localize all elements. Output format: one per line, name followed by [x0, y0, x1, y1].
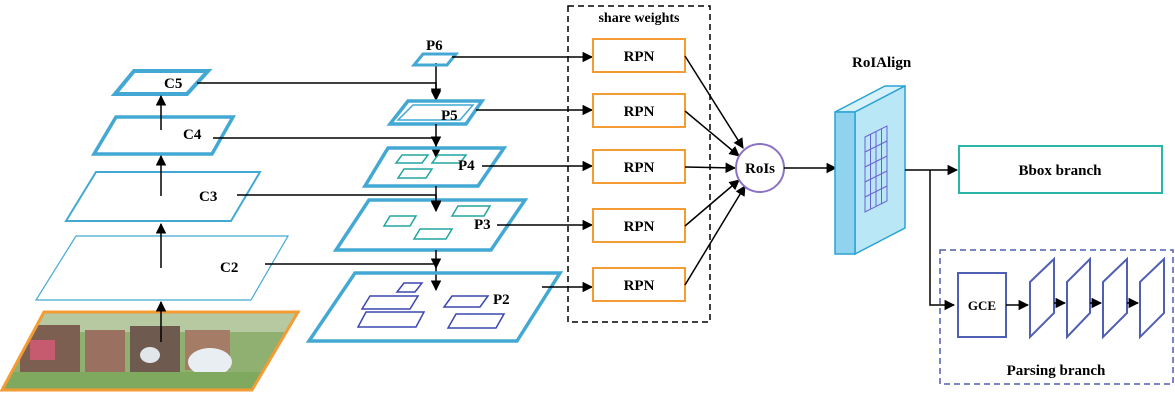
rpn-block [592, 38, 686, 73]
rpn-block [592, 93, 686, 128]
share-weights-group [567, 5, 711, 323]
rpn-block [592, 208, 686, 243]
c3-plane [64, 171, 262, 222]
c2-label: C2 [220, 260, 238, 276]
roialign-label: RoIAlign [852, 55, 912, 71]
p3-plane [332, 198, 529, 252]
rois-label: RoIs [745, 161, 775, 177]
rpn-label: RPN [624, 219, 655, 235]
c5-plane [110, 69, 213, 96]
parsing-arrows [1006, 297, 1140, 311]
share-weights-label: share weights [598, 11, 680, 26]
rpn-to-rois-arrows [684, 55, 746, 286]
p6-label: P6 [426, 38, 443, 54]
bbox-branch-box [958, 145, 1163, 194]
p5-inner-plane [396, 104, 475, 121]
roialign-to-branches [905, 164, 959, 311]
parsing-conv-layers [1029, 256, 1165, 340]
c4-plane [90, 115, 237, 156]
rpn-label: RPN [624, 49, 655, 65]
p2-plane [305, 271, 564, 343]
parsing-branch-label: Parsing branch [1007, 363, 1106, 379]
backbone-c-layers [34, 69, 290, 301]
gce-block [957, 272, 1007, 338]
p3-rois [382, 205, 492, 240]
rpn-block [592, 267, 686, 302]
input-image-border [0, 310, 301, 392]
gce-label: GCE [968, 298, 996, 313]
roialign-grid [864, 125, 888, 213]
c2-plane [34, 235, 290, 301]
bbox-branch-label: Bbox branch [1019, 163, 1103, 179]
c3-label: C3 [199, 189, 217, 205]
p6-plane [410, 52, 460, 67]
c5-label: C5 [164, 76, 182, 92]
parsing-branch-group [939, 249, 1174, 385]
roialign-block [834, 84, 906, 256]
p5-label: P5 [441, 108, 458, 124]
p2-label: P2 [493, 292, 510, 308]
rpn-label: RPN [624, 104, 655, 120]
rpn-block [592, 149, 686, 184]
p4-label: P4 [458, 158, 475, 174]
p5-plane [386, 99, 486, 126]
lateral-connections [197, 63, 442, 292]
p4-rois [394, 154, 468, 179]
p4-plane [361, 146, 508, 188]
input-image [2, 312, 298, 390]
p3-label: P3 [474, 217, 491, 233]
rpn-label: RPN [624, 278, 655, 294]
rpn-label: RPN [624, 160, 655, 176]
rpn-blocks: RPN RPN RPN RPN RPN [592, 38, 686, 302]
p2-rois [356, 282, 506, 329]
c4-label: C4 [183, 127, 202, 143]
fpn-p-layers [305, 52, 564, 343]
